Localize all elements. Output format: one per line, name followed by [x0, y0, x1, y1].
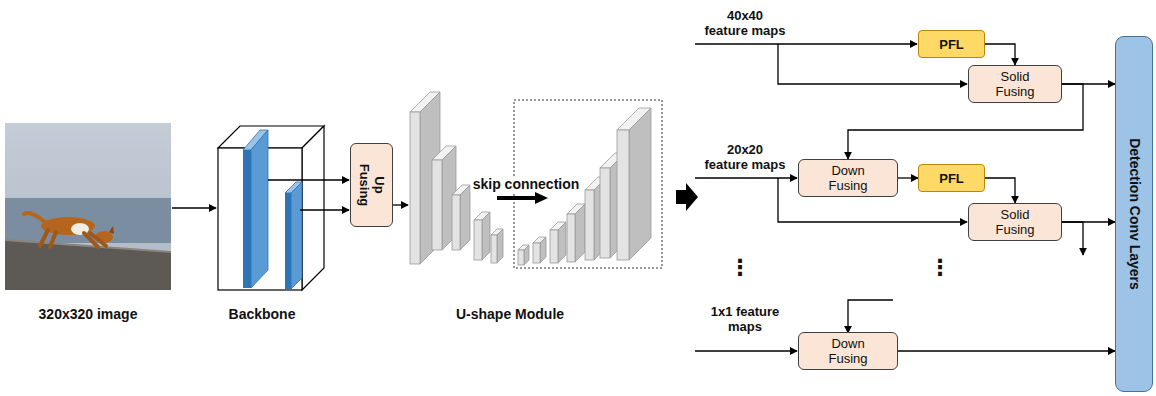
- flow-arrow: [268, 179, 349, 180]
- box-text: Down Fusing: [818, 163, 878, 193]
- feature-block: [452, 185, 470, 250]
- dog-ear: [109, 226, 114, 234]
- photo-sky: [5, 123, 171, 290]
- flow-arrow: [172, 207, 216, 208]
- connector: [985, 178, 1015, 203]
- box-text: Solid Fusing: [985, 207, 1045, 237]
- box-text: PFL: [939, 171, 964, 186]
- incoming-arrow: [848, 300, 893, 333]
- fusing-box: Up Fusing: [350, 143, 393, 227]
- input-line: [695, 43, 917, 44]
- dog-legs: [40, 230, 106, 247]
- detection-box: Detection Conv Layers: [1115, 36, 1153, 392]
- backbone-cube: [218, 126, 324, 290]
- connector: [898, 350, 1115, 351]
- u-shape-blocks: [410, 92, 651, 265]
- cube-side: [302, 126, 324, 290]
- slab-side: [291, 182, 302, 289]
- feature-block: [533, 237, 546, 263]
- fusing-box: Solid Fusing: [968, 65, 1062, 103]
- continue-arrow: [1062, 222, 1083, 255]
- feature-block: [550, 222, 566, 263]
- photo-wall-edge: [5, 240, 171, 252]
- feature-map-label: 1x1 feature maps: [695, 304, 795, 334]
- part-name: U-shape Module: [456, 306, 564, 322]
- feature-block: [617, 108, 651, 260]
- fusing-box: Solid Fusing: [968, 203, 1062, 241]
- big-arrow: [676, 183, 698, 211]
- box-text: Solid Fusing: [985, 69, 1045, 99]
- pfl-box: PFL: [918, 30, 985, 58]
- connector: [898, 177, 918, 178]
- box-text: PFL: [939, 37, 964, 52]
- fusing-box: Down Fusing: [798, 332, 898, 370]
- skip-arrow-shaft: [497, 196, 536, 200]
- input-photo: [5, 123, 171, 290]
- fusing-box: Down Fusing: [798, 159, 898, 197]
- feature-map-label: 20x20 feature maps: [695, 142, 795, 172]
- input-line: [695, 177, 797, 178]
- pfl-box: PFL: [918, 164, 985, 192]
- feature-block: [567, 204, 585, 262]
- input-line: [695, 350, 797, 351]
- photo-wall: [5, 240, 171, 290]
- dog-body: [41, 217, 95, 235]
- dog-tail: [24, 213, 45, 222]
- slab-front: [285, 193, 291, 289]
- flow-arrow: [300, 209, 349, 210]
- connector: [985, 44, 1015, 65]
- ellipsis: ⋮: [929, 256, 951, 280]
- slab-front: [243, 150, 251, 288]
- connector: [1062, 221, 1115, 222]
- image-caption: 320x320 image: [39, 306, 138, 322]
- feature-block: [491, 229, 503, 263]
- skip-arrow-head: [535, 192, 548, 204]
- feature-map-label: 40x40 feature maps: [695, 8, 795, 38]
- box-text: Up Fusing: [357, 159, 387, 211]
- box-text: Detection Conv Layers: [1127, 138, 1142, 290]
- feature-block: [518, 245, 529, 265]
- flow-arrow: [393, 204, 408, 205]
- feature-block: [474, 212, 490, 260]
- part-name: Backbone: [229, 306, 296, 322]
- arrow-label: skip connection: [471, 176, 582, 192]
- box-text: Down Fusing: [818, 336, 878, 366]
- slab-side: [251, 130, 268, 288]
- ellipsis: ⋮: [729, 256, 751, 280]
